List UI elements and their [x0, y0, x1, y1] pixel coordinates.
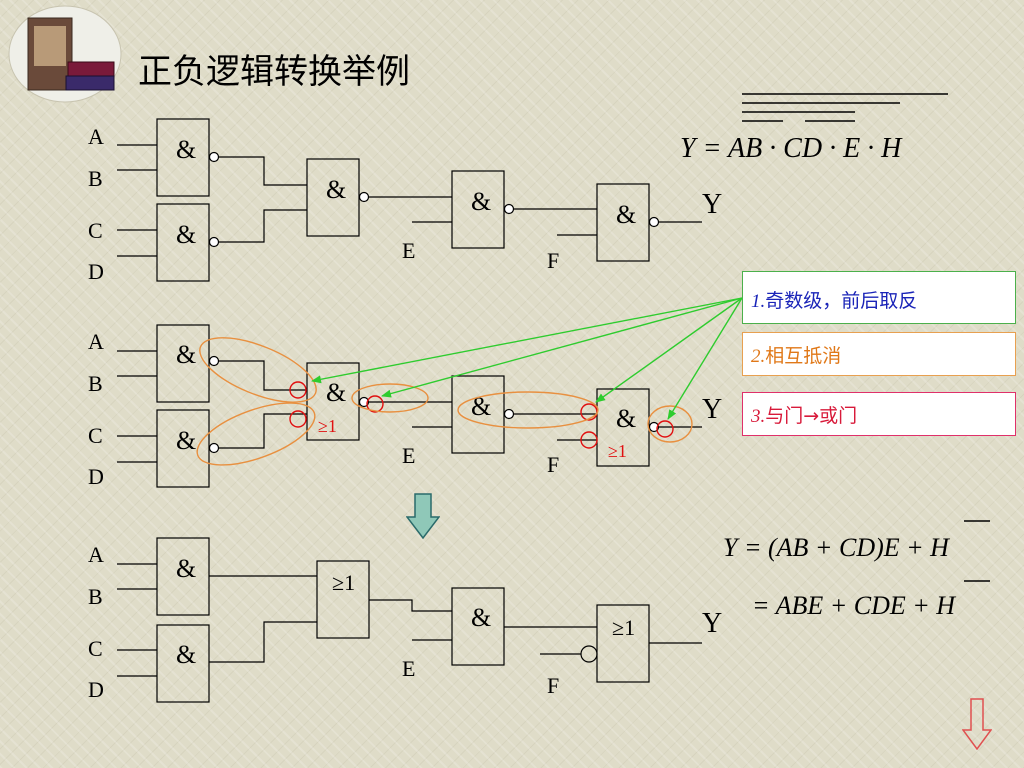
gate-label: & [616, 404, 636, 433]
input-label-c: C [88, 636, 103, 661]
and-gate-cd-3 [156, 624, 210, 703]
input-label-c: C [88, 218, 103, 243]
gate-label: & [616, 200, 636, 229]
input-label-b: B [88, 166, 103, 191]
gate-label: & [326, 175, 346, 204]
note-text: 相互抵消 [765, 345, 842, 367]
output-label-y: Y [702, 394, 722, 425]
note-and-to-or: 3.与门→或门 [742, 392, 1016, 436]
formula-top: Y = AB · CD · E · H [680, 93, 948, 164]
note-number: 3. [751, 406, 766, 427]
note-cancel-out: 2.相互抵消 [742, 332, 1016, 376]
circuit-top [117, 118, 702, 282]
or-annotation: ≥1 [318, 416, 337, 436]
note-odd-levels: 1.奇数级，前后取反 [742, 271, 1016, 324]
gate-label: & [176, 426, 196, 455]
gate-label: & [176, 220, 196, 249]
input-label-f: F [547, 248, 559, 273]
output-label-y: Y [702, 189, 722, 220]
gate-label: ≥1 [332, 570, 355, 595]
input-label-e: E [402, 656, 415, 681]
green-arrows [311, 297, 743, 420]
output-label-y: Y [702, 608, 722, 639]
circuit-bottom [117, 537, 702, 703]
input-label-d: D [88, 259, 104, 284]
input-label-f: F [547, 452, 559, 477]
input-label-e: E [402, 238, 415, 263]
gate-label: & [471, 187, 491, 216]
input-label-b: B [88, 371, 103, 396]
books-logo [6, 4, 124, 104]
input-label-b: B [88, 584, 103, 609]
gate-label: & [471, 603, 491, 632]
or-annotation: ≥1 [608, 441, 627, 461]
input-label-c: C [88, 423, 103, 448]
gate-label: & [176, 640, 196, 669]
page-title: 正负逻辑转换举例 [138, 52, 410, 92]
down-arrow-icon [405, 493, 441, 544]
input-label-f: F [547, 673, 559, 698]
next-arrow-icon[interactable] [961, 698, 993, 755]
and-gate-ab-2 [156, 324, 210, 403]
input-label-d: D [88, 464, 104, 489]
formula-bottom: Y = (AB + CD)E + H = ABE + CDE + H [723, 520, 990, 620]
input-label-a: A [88, 329, 104, 354]
gate-label: ≥1 [612, 615, 635, 640]
gate-label: & [471, 392, 491, 421]
formula-top-text: Y = AB · CD · E · H [680, 133, 903, 164]
input-label-d: D [88, 677, 104, 702]
gate-label: & [326, 378, 346, 407]
gate-label: & [176, 135, 196, 164]
input-label-a: A [88, 542, 104, 567]
note-text: 奇数级，前后取反 [765, 290, 918, 312]
formula-bottom-line-1: Y = (AB + CD)E + H [723, 533, 950, 562]
gate-label: & [176, 554, 196, 583]
orange-pair-ovals [196, 337, 693, 466]
input-label-e: E [402, 443, 415, 468]
note-number: 2. [751, 346, 766, 367]
note-number: 1. [751, 291, 766, 312]
gate-label: & [176, 340, 196, 369]
formula-bottom-line-2: = ABE + CDE + H [752, 591, 956, 620]
note-text: 与门→或门 [765, 405, 858, 427]
input-label-a: A [88, 124, 104, 149]
